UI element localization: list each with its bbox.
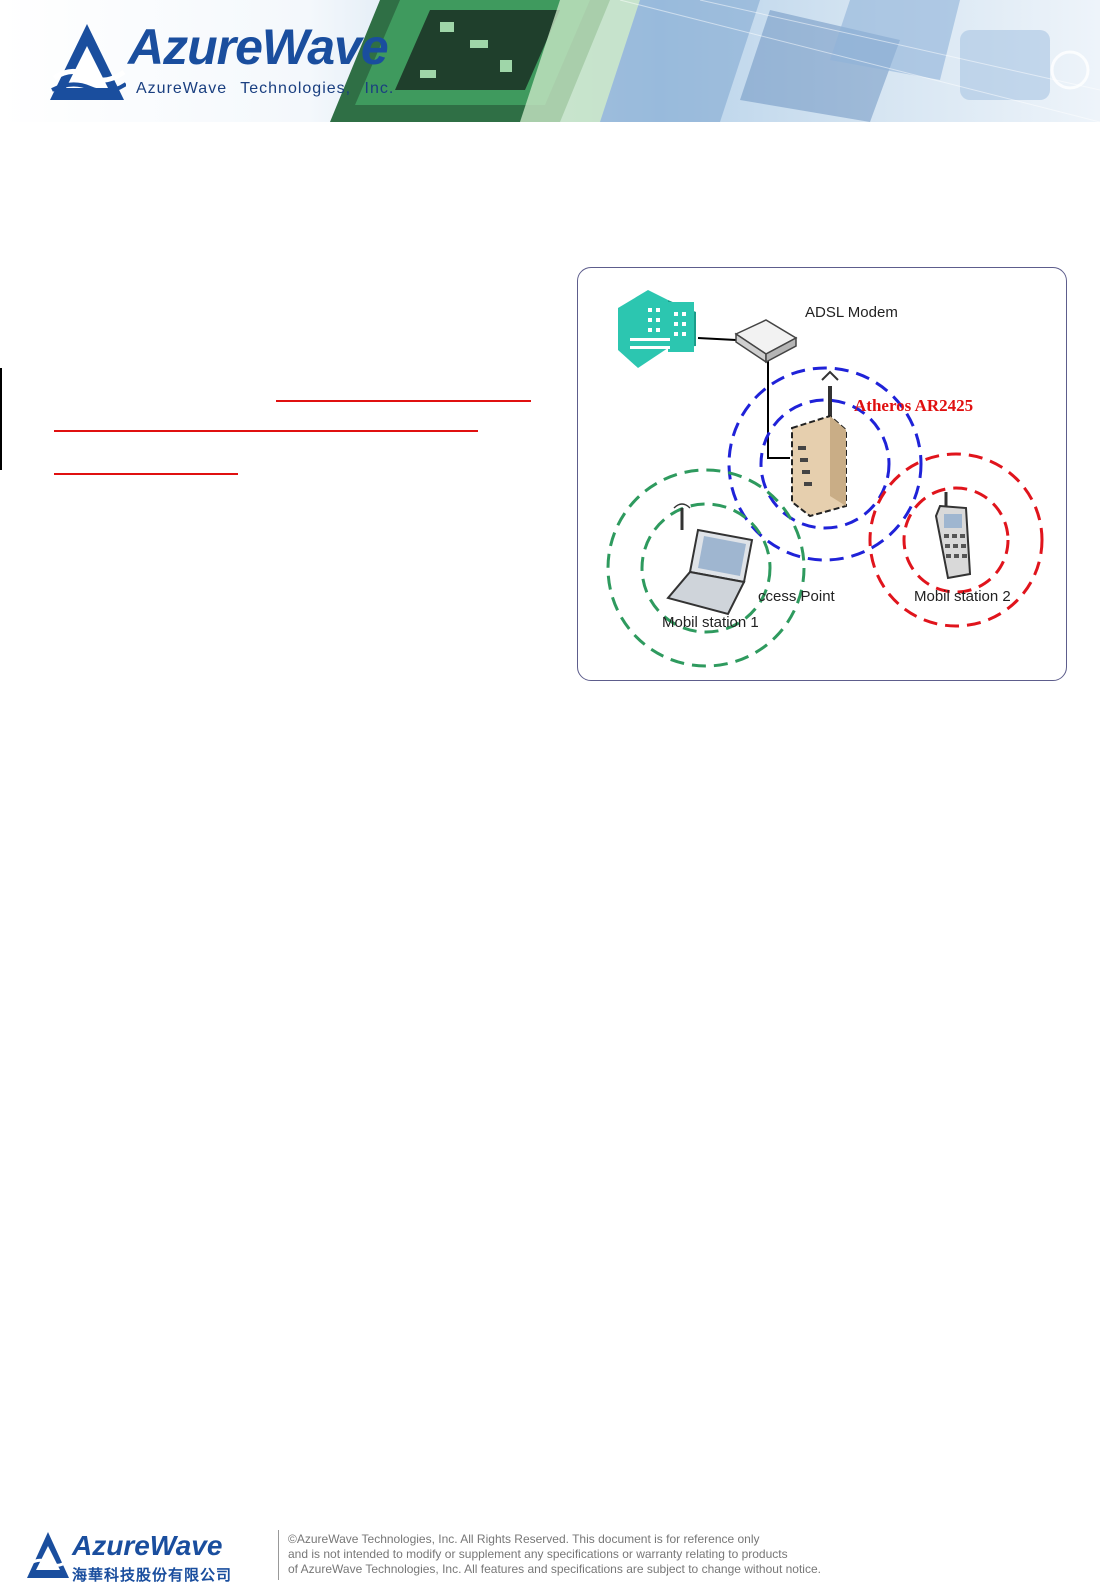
network-diagram: ADSL Modem Atheros AR2425 ccess Point Mo… — [577, 267, 1067, 681]
brand-tagline: AzureWave Technologies, Inc. — [136, 80, 395, 97]
station-1-label: Mobil station 1 — [662, 614, 759, 631]
brand-name: AzureWave — [128, 19, 389, 75]
copyright-line: and is not intended to modify or supplem… — [288, 1547, 788, 1561]
header-banner: AzureWave AzureWave Technologies, Inc. — [0, 0, 1100, 122]
network-diagram-graphic — [606, 290, 1044, 668]
azurewave-logo-icon — [50, 24, 126, 100]
footer-brand-name-cn: 海華科技股份有限公司 — [72, 1566, 233, 1584]
building-icon — [618, 290, 696, 368]
laptop-icon — [666, 503, 754, 616]
link-underline-3 — [54, 473, 238, 475]
copyright-line: ©AzureWave Technologies, Inc. All Rights… — [288, 1532, 760, 1546]
adsl-modem-icon — [734, 319, 798, 364]
link-underline-1 — [276, 400, 531, 402]
footer-brand-name: AzureWave — [72, 1530, 223, 1561]
adsl-modem-label: ADSL Modem — [805, 304, 898, 321]
access-point-label: ccess Point — [758, 588, 835, 605]
banner-decoration — [330, 0, 1100, 122]
footer-divider — [278, 1530, 279, 1580]
change-bar — [0, 368, 2, 470]
station-2-label: Mobil station 2 — [914, 588, 1011, 605]
copyright-notice: ©AzureWave Technologies, Inc. All Rights… — [288, 1532, 821, 1577]
access-point-icon — [791, 370, 847, 518]
mobile-phone-icon — [934, 492, 972, 580]
page-footer: AzureWave 海華科技股份有限公司 ©AzureWave Technolo… — [0, 1520, 1100, 1588]
copyright-line: of AzureWave Technologies, Inc. All feat… — [288, 1562, 821, 1576]
footer-logo-icon — [27, 1532, 70, 1578]
chip-label: Atheros AR2425 — [854, 396, 974, 415]
link-underline-2 — [54, 430, 478, 432]
